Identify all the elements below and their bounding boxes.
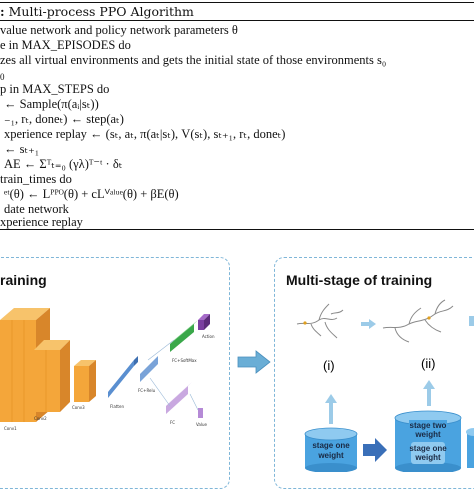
algorithm-header-rule <box>0 20 474 21</box>
algo-line-2: e in MAX_EPISODES do <box>0 38 131 52</box>
conv3-block <box>74 360 96 402</box>
algorithm-top-rule <box>0 2 474 4</box>
algo-line-12: ᵉᵗ(θ) ← Lᴾᴾᴼ(θ) + cLⱽᵃˡᵘᵉ(θ) + βE(θ) <box>4 187 179 201</box>
label-fc: FC <box>170 420 175 425</box>
algo-line-14: xperience replay <box>0 215 83 229</box>
training-panel-title: raining <box>0 272 47 288</box>
conv2-block <box>34 340 70 412</box>
cyl1-line2: weight <box>317 451 344 460</box>
conv1-block <box>0 308 50 422</box>
multi-stage-title: Multi-stage of training <box>286 272 433 288</box>
algorithm-bottom-rule <box>0 229 474 231</box>
algo-line-11: train_times do <box>0 172 72 186</box>
algo-line-4: 0 <box>0 72 5 82</box>
fc-relu-block <box>140 352 162 382</box>
label-flatten: Flatten <box>110 404 124 409</box>
label-fc-softmax: FC+SoftMax <box>172 358 197 363</box>
network-connectors <box>147 339 199 411</box>
label-conv1: Conv1 <box>4 426 17 431</box>
algo-line-6: ← Sample(π(aᵢ|sₜ)) <box>4 97 99 111</box>
label-action: Action <box>202 334 215 339</box>
cylinder-arrow <box>363 438 387 462</box>
algorithm-box: : Multi-process PPO Algorithm value netw… <box>0 0 474 232</box>
algo-line-3: zes all virtual environments and gets th… <box>0 53 387 67</box>
algorithm-title: : Multi-process PPO Algorithm <box>0 4 194 19</box>
cyl2-line2: weight <box>414 430 441 439</box>
algo-line-7: ₋₁, rₜ, doneₜ) ← step(aₜ) <box>4 112 124 126</box>
next-stage-arrow <box>237 350 271 374</box>
training-panel <box>0 257 230 489</box>
algo-line-9: ← sₜ₊₁ <box>4 142 40 156</box>
algorithm-number: : <box>0 4 5 19</box>
algorithm-title-text: Multi-process PPO Algorithm <box>8 4 194 19</box>
cyl1-line1: stage one <box>312 441 350 450</box>
algo-line-5: p in MAX_STEPS do <box>0 82 110 96</box>
up-arrow-ii <box>423 380 435 406</box>
multi-stage-diagram: (i) (ii) stage one weight stage two weig… <box>296 299 474 472</box>
label-value: Value <box>196 422 208 427</box>
stage-two-marker <box>427 316 431 320</box>
next-cylinder-edge <box>466 428 474 468</box>
label-conv2: Conv2 <box>34 416 47 421</box>
cyl2-line1: stage two <box>410 421 447 430</box>
algo-line-1: value network and policy network paramet… <box>0 23 238 37</box>
stage-label-i: (i) <box>323 358 335 373</box>
algo-line-13: date network <box>4 202 69 216</box>
label-conv3: Conv3 <box>72 405 85 410</box>
network-diagram: Conv1 Conv2 Conv3 Flatten FC+Relu FC+Sof… <box>0 308 215 431</box>
flatten-block <box>108 356 138 398</box>
stage-two-cylinder: stage two weight stage one weight <box>394 410 462 472</box>
algo-line-10: AE ← Σᵀₜ₌₀ (γλ)ᵀ⁻ᵗ · δₜ <box>4 157 123 171</box>
stage-two-sketch <box>382 299 454 343</box>
label-fc-relu: FC+Relu <box>138 388 156 393</box>
stage-one-marker <box>303 321 307 325</box>
stage-one-cylinder: stage one weight <box>304 427 358 472</box>
cyl2-line4: weight <box>414 453 441 462</box>
up-arrow-i <box>325 394 337 424</box>
fc-softmax-block <box>170 314 210 352</box>
stage-label-ii: (ii) <box>421 356 435 371</box>
algo-line-8: xperience replay ← (sₜ, aₜ, π(aₜ|sₜ), V(… <box>4 127 286 141</box>
stage-one-sketch <box>296 303 344 339</box>
stage-arrow-small <box>361 319 376 329</box>
cyl2-line3: stage one <box>409 444 447 453</box>
next-stage-arrow-edge <box>469 316 474 326</box>
fc-value-block <box>166 382 203 418</box>
